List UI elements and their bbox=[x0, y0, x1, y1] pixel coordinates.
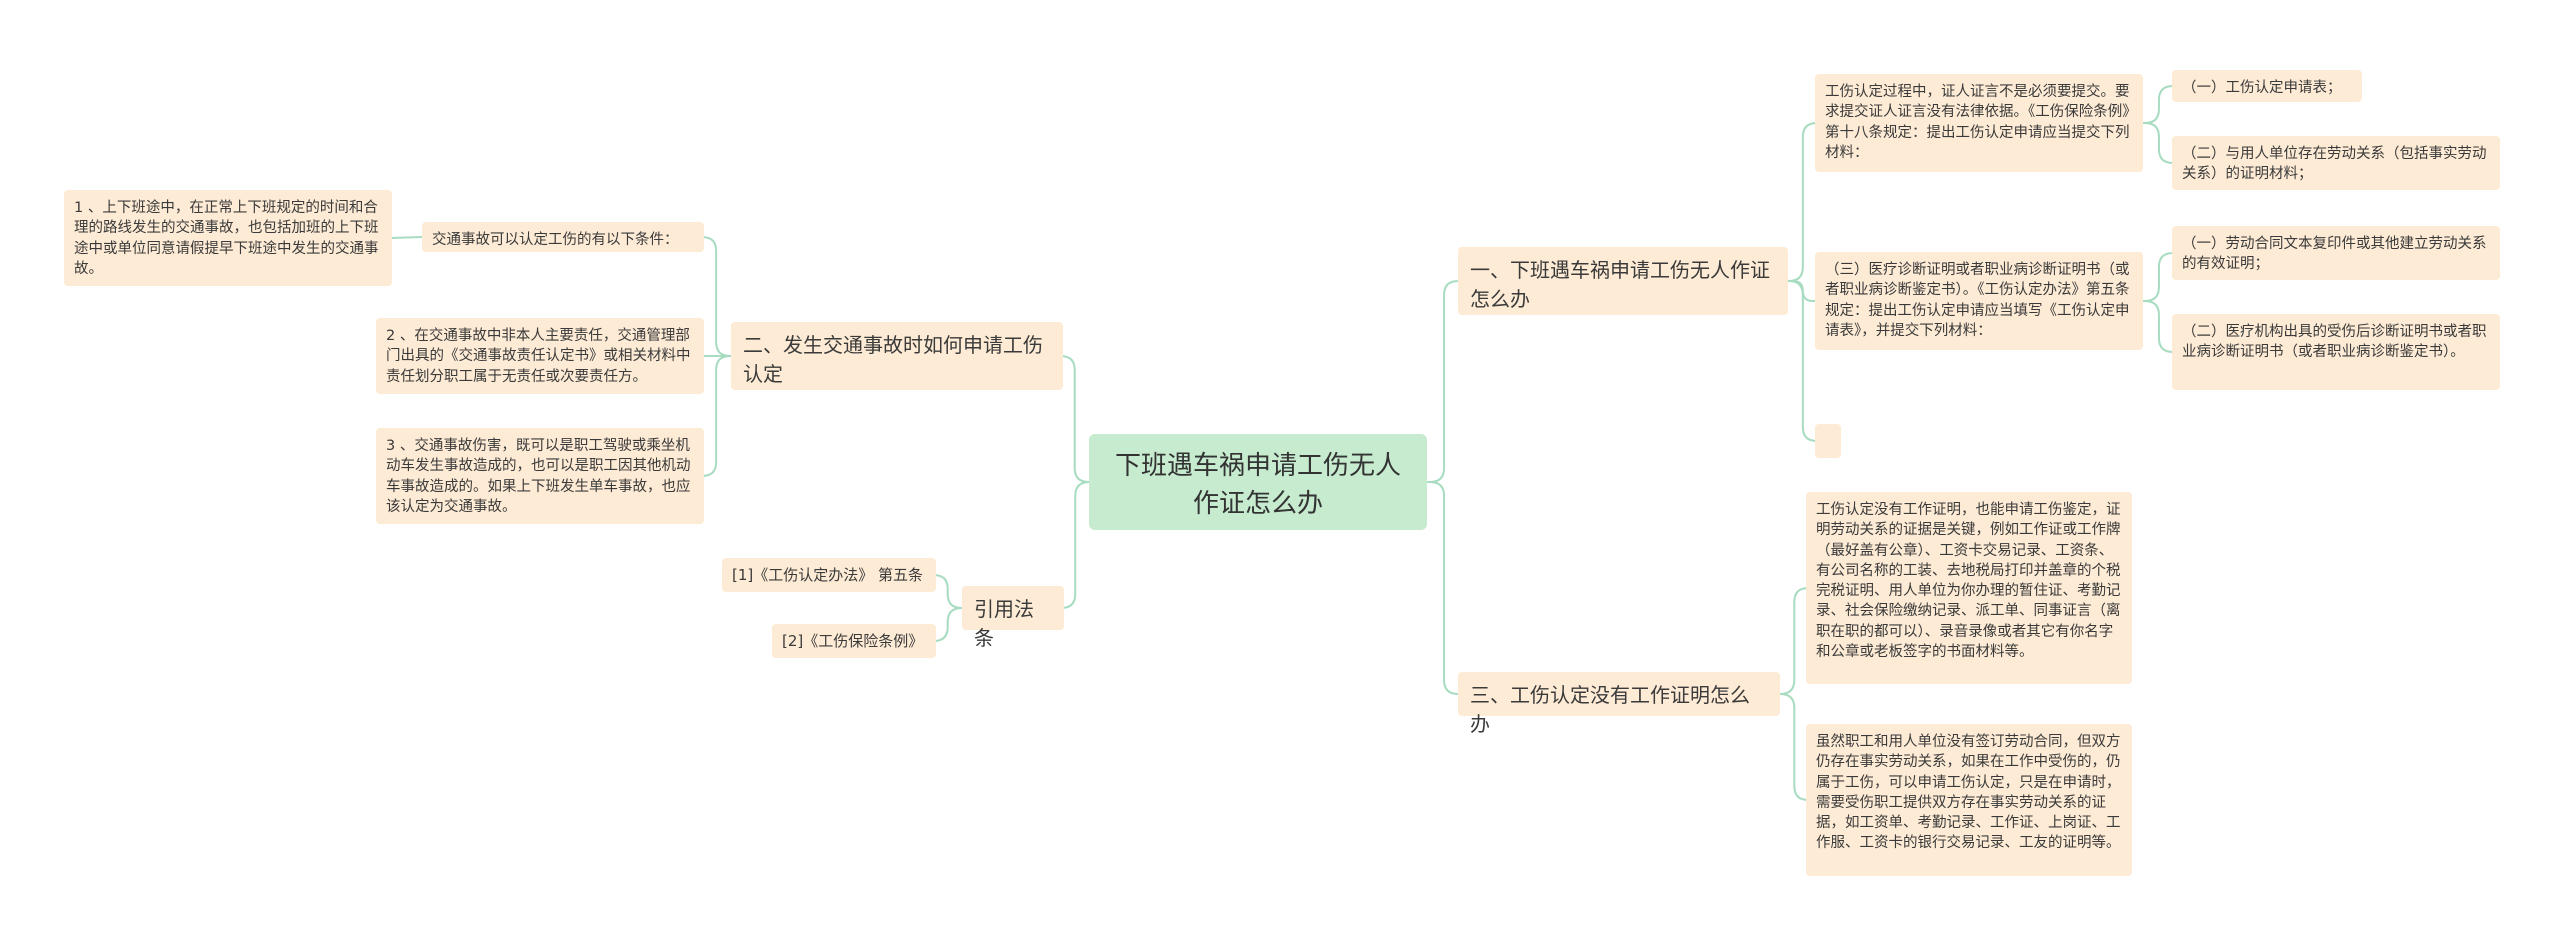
branch-1-third[interactable]: （三）医疗诊断证明或者职业病诊断证明书（或者职业病诊断鉴定书）。《工伤认定办法》… bbox=[1815, 252, 2143, 350]
branch-3-title[interactable]: 三、工伤认定没有工作证明怎么办 bbox=[1458, 672, 1780, 736]
link-third-item-1 bbox=[2143, 252, 2173, 302]
references-title[interactable]: 引用法条 bbox=[962, 586, 1064, 650]
branch-1-third-item-1[interactable]: （一）劳动合同文本复印件或其他建立劳动关系的有效证明； bbox=[2172, 226, 2500, 280]
link-b2-cond3 bbox=[702, 355, 731, 477]
branch-2-condition-3[interactable]: 3 、交通事故伤害，既可以是职工驾驶或乘坐机动车发生事故造成的，也可以是职工因其… bbox=[376, 428, 704, 524]
branch-3-paragraph-1[interactable]: 工伤认定没有工作证明，也能申请工伤鉴定，证明劳动关系的证据是关键，例如工作证或工… bbox=[1806, 492, 2132, 684]
link-root-branch-3 bbox=[1427, 481, 1459, 695]
branch-2-condition-1[interactable]: 1 、上下班途中，在正常上下班规定的时间和合理的路线发生的交通事故，也包括加班的… bbox=[64, 190, 392, 286]
branch-1-intro[interactable]: 工伤认定过程中，证人证言不是必须要提交。要求提交证人证言没有法律依据。《工伤保险… bbox=[1815, 74, 2143, 172]
branch-1-empty-node[interactable] bbox=[1815, 424, 1841, 458]
link-b2-label bbox=[702, 236, 731, 357]
link-intro-item-1 bbox=[2143, 85, 2173, 124]
reference-item-2[interactable]: [2]《工伤保险条例》 bbox=[772, 624, 936, 658]
reference-item-1[interactable]: [1]《工伤认定办法》 第五条 bbox=[722, 558, 936, 592]
branch-2-title[interactable]: 二、发生交通事故时如何申请工伤认定 bbox=[731, 322, 1063, 390]
link-b1-intro bbox=[1788, 122, 1817, 282]
link-ref-1 bbox=[933, 574, 962, 609]
branch-1-title[interactable]: 一、下班遇车祸申请工伤无人作证怎么办 bbox=[1458, 247, 1788, 315]
link-ref-2 bbox=[933, 607, 962, 642]
link-b3-p2 bbox=[1780, 693, 1809, 801]
link-third-item-2 bbox=[2143, 300, 2173, 353]
link-b1-empty bbox=[1788, 280, 1817, 442]
link-root-references bbox=[1061, 481, 1090, 609]
link-root-branch-1 bbox=[1427, 280, 1459, 483]
branch-2-condition-label[interactable]: 交通事故可以认定工伤的有以下条件： bbox=[422, 222, 704, 252]
branch-3-paragraph-2[interactable]: 虽然职工和用人单位没有签订劳动合同，但双方仍存在事实劳动关系，如果在工作中受伤的… bbox=[1806, 724, 2132, 876]
root-topic[interactable]: 下班遇车祸申请工伤无人作证怎么办 bbox=[1089, 434, 1427, 530]
branch-2-condition-2[interactable]: 2 、在交通事故中非本人主要责任，交通管理部门出具的《交通事故责任认定书》或相关… bbox=[376, 318, 704, 394]
branch-1-third-item-2[interactable]: （二）医疗机构出具的受伤后诊断证明书或者职业病诊断证明书（或者职业病诊断鉴定书）… bbox=[2172, 314, 2500, 390]
branch-1-intro-item-2[interactable]: （二）与用人单位存在劳动关系（包括事实劳动关系）的证明材料； bbox=[2172, 136, 2500, 190]
branch-1-intro-item-1[interactable]: （一）工伤认定申请表； bbox=[2172, 70, 2362, 102]
link-b3-p1 bbox=[1780, 587, 1809, 695]
link-label-cond1 bbox=[391, 236, 423, 239]
link-root-branch-2 bbox=[1060, 355, 1089, 483]
link-intro-item-2 bbox=[2143, 122, 2173, 164]
